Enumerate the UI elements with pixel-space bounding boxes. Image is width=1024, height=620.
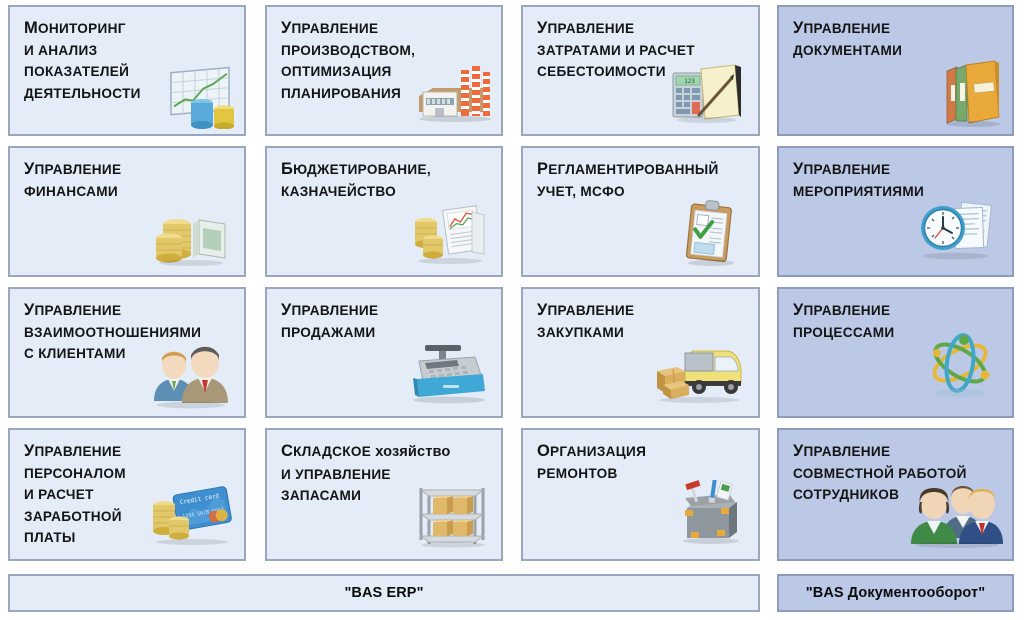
card-regulated-accounting[interactable]: Регламентированныйучет, МСФО	[521, 146, 760, 277]
card-crm[interactable]: Управлениевзаимоотношениямис клиентами	[8, 287, 246, 418]
card-title-collaboration-management: Управлениесовместной работойсотрудников	[793, 442, 967, 502]
card-sales-management[interactable]: Управлениепродажами	[265, 287, 503, 418]
footer-bas-erp-bar-label: "BAS ERP"	[344, 585, 424, 601]
card-finance-management[interactable]: Управлениефинансами	[8, 146, 246, 277]
card-title-sales-management: Управлениепродажами	[281, 301, 379, 340]
warehouse-rack-icon	[413, 482, 493, 548]
atom-orbits-icon	[923, 331, 997, 401]
card-title-event-management: Управлениемероприятиями	[793, 160, 925, 199]
footer-bas-doc-bar[interactable]: "BAS Документооборот"	[777, 574, 1014, 612]
card-title-finance-management: Управлениефинансами	[24, 160, 122, 199]
clipboard-check-icon	[683, 198, 739, 266]
cash-register-icon	[403, 341, 489, 405]
card-title-process-management: Управлениепроцессами	[793, 301, 895, 340]
card-budgeting-treasury[interactable]: Бюджетирование,казначейство	[265, 146, 503, 277]
bar-chart-icon	[167, 61, 243, 129]
credit-card-coins-icon: Credit card 1234 5678 9012	[150, 485, 232, 547]
card-title-production-management: Управлениепроизводством,оптимизацияплани…	[281, 19, 416, 101]
calculator-notepad-icon: 123	[671, 59, 743, 123]
card-title-document-management: Управлениедокументами	[793, 19, 903, 58]
toolbox-icon	[671, 480, 745, 546]
card-title-purchase-management: Управлениезакупками	[537, 301, 635, 340]
card-title-cost-management: Управлениезатратами и расчетсебестоимост…	[537, 19, 695, 79]
card-title-monitoring-analysis: Мониторинги анализпоказателейдеятельност…	[24, 19, 141, 101]
binders-icon	[941, 55, 1003, 127]
footer-bas-erp-bar[interactable]: "BAS ERP"	[8, 574, 760, 612]
card-collaboration-management[interactable]: Управлениесовместной работойсотрудников	[777, 428, 1014, 561]
card-event-management[interactable]: Управлениемероприятиями	[777, 146, 1014, 277]
footer-bas-doc-bar-label: "BAS Документооборот"	[805, 585, 986, 601]
card-document-management[interactable]: Управлениедокументами	[777, 5, 1014, 136]
card-title-warehouse-inventory: Складское хозяйствои управлениезапасами	[281, 442, 451, 503]
card-title-crm: Управлениевзаимоотношениямис клиентами	[24, 301, 202, 361]
card-title-repairs-organization: Организацияремонтов	[537, 442, 647, 481]
card-title-hr-payroll: Управлениеперсоналоми расчетзаработнойпл…	[24, 442, 126, 545]
card-monitoring-analysis[interactable]: Мониторинги анализпоказателейдеятельност…	[8, 5, 246, 136]
two-businessmen-icon	[152, 339, 230, 409]
factory-icon	[415, 62, 493, 122]
card-warehouse-inventory[interactable]: Складское хозяйствои управлениезапасами	[265, 428, 503, 561]
svg-text:123: 123	[684, 78, 695, 85]
card-purchase-management[interactable]: Управлениезакупками	[521, 287, 760, 418]
team-group-icon	[909, 478, 1005, 548]
coins-reports-icon	[412, 204, 488, 266]
card-cost-management[interactable]: Управлениезатратами и расчетсебестоимост…	[521, 5, 760, 136]
card-production-management[interactable]: Управлениепроизводством,оптимизацияплани…	[265, 5, 503, 136]
clock-documents-icon	[919, 200, 997, 262]
coins-wallet-icon	[155, 206, 231, 268]
card-repairs-organization[interactable]: Организацияремонтов	[521, 428, 760, 561]
card-process-management[interactable]: Управлениепроцессами	[777, 287, 1014, 418]
card-title-regulated-accounting: Регламентированныйучет, МСФО	[537, 160, 719, 199]
delivery-truck-icon	[655, 341, 743, 403]
card-hr-payroll[interactable]: Управлениеперсоналоми расчетзаработнойпл…	[8, 428, 246, 561]
card-title-budgeting-treasury: Бюджетирование,казначейство	[281, 160, 431, 199]
